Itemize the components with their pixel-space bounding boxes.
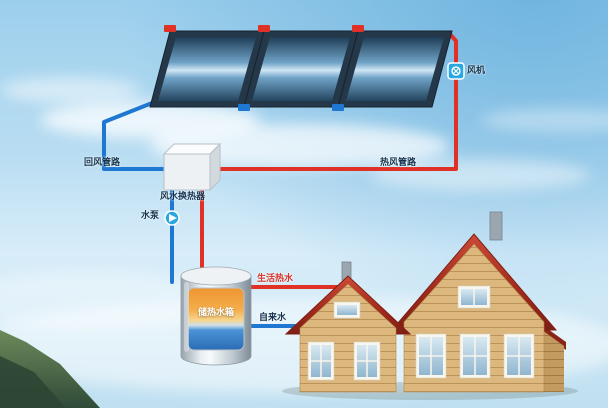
window: [307, 341, 335, 381]
storage-tank-label: 储热水箱: [197, 308, 234, 318]
hot-header-connector: [258, 25, 270, 32]
solar-collector-array: [149, 25, 453, 111]
pump-icon: [164, 210, 180, 226]
return-air-duct-label: 回风管路: [84, 158, 121, 168]
chimney: [489, 211, 503, 241]
window: [503, 333, 535, 379]
house: [282, 211, 578, 400]
hot-air-pipe: [214, 31, 458, 171]
window: [353, 341, 381, 381]
hot-air-duct-label: 热风管路: [380, 158, 417, 168]
storage-tank: [180, 266, 252, 366]
cold-header-connector: [238, 104, 250, 111]
collector-panel: [337, 30, 453, 108]
collector-panel: [149, 30, 265, 108]
hot-header-connector: [164, 25, 176, 32]
annex-wall: [542, 330, 564, 392]
water-pump-label: 水泵: [141, 211, 160, 221]
gable-window: [333, 301, 361, 319]
tank-window: [187, 287, 245, 351]
collector-panel: [243, 30, 359, 108]
tap-water-label: 自来水: [259, 313, 287, 323]
heat-exchanger-label: 风水换热器: [160, 192, 206, 202]
return-air-pipe: [102, 101, 168, 171]
heat-exchanger-box: [162, 142, 222, 192]
window: [415, 333, 447, 379]
gable-window: [457, 285, 491, 309]
mountain: [0, 330, 100, 408]
domestic-hot-water-label: 生活热水: [257, 274, 294, 284]
fan-label: 风机: [467, 66, 486, 76]
cold-header-connector: [332, 104, 344, 111]
window: [459, 333, 491, 379]
fan-icon: [447, 62, 465, 80]
hot-header-connector: [352, 25, 364, 32]
